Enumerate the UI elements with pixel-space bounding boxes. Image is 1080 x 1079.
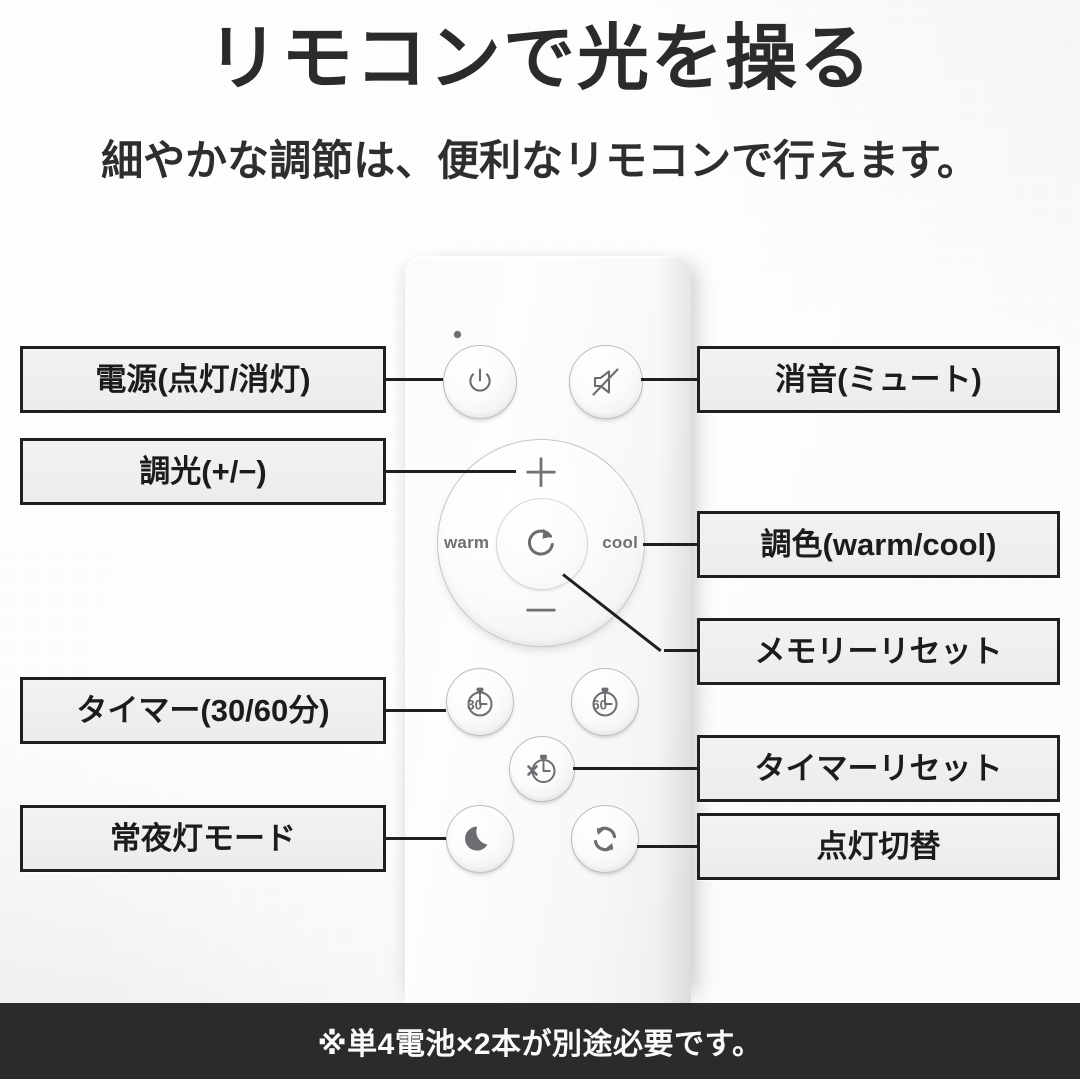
stopwatch-cancel-icon [522, 749, 562, 789]
remote-body-shading [657, 256, 691, 1004]
moon-icon [463, 822, 497, 856]
leader-line-night-mode [386, 837, 446, 840]
leader-line-dimming [386, 470, 516, 473]
dial-increase-button[interactable]: ＋ [521, 452, 561, 496]
leader-line-timer-reset [573, 767, 697, 770]
dial-cool-button[interactable]: cool [602, 533, 638, 552]
callout-light-switch-label: 点灯切替 [816, 829, 941, 864]
battery-note: ※単4電池×2本が別途必要です。 [317, 1028, 763, 1061]
callout-power-label: 電源(点灯/消灯) [95, 362, 311, 397]
callout-night-mode: 常夜灯モード [20, 805, 386, 872]
mute-button[interactable] [569, 345, 643, 419]
callout-light-switch: 点灯切替 [697, 813, 1060, 880]
callout-memory-reset: メモリーリセット [697, 618, 1060, 685]
light-switch-button[interactable] [571, 805, 639, 873]
svg-text:60: 60 [592, 697, 607, 712]
power-button[interactable] [443, 345, 517, 419]
callout-dimming: 調光(+/−) [20, 438, 386, 505]
leader-line-power [386, 378, 443, 381]
callout-timer-reset: タイマーリセット [697, 735, 1060, 802]
timer-reset-button[interactable] [509, 736, 575, 802]
leader-line-timer [386, 709, 446, 712]
page-title: リモコンで光を操る [206, 19, 873, 99]
dimming-color-dial[interactable]: ＋ － warm cool [437, 439, 645, 647]
page-subtitle: 細やかな調節は、便利なリモコンで行えます。 [101, 137, 979, 184]
callout-timer-label: タイマー(30/60分) [76, 693, 330, 728]
dial-decrease-button[interactable]: － [521, 590, 561, 634]
ir-emitter-dot [454, 331, 461, 338]
mute-speaker-icon [588, 365, 624, 399]
callout-color-temp: 調色(warm/cool) [697, 511, 1060, 578]
leader-line-light-switch [637, 845, 697, 848]
leader-line-memory-reset [664, 649, 697, 652]
dial-warm-button[interactable]: warm [444, 533, 490, 552]
leader-line-mute [641, 378, 697, 381]
power-icon [463, 365, 497, 399]
callout-timer: タイマー(30/60分) [20, 677, 386, 744]
callout-color-temp-label: 調色(warm/cool) [760, 527, 997, 562]
stopwatch-icon: 30 [460, 682, 500, 722]
leader-line-color-temp [643, 543, 697, 546]
callout-night-mode-label: 常夜灯モード [110, 821, 296, 856]
timer-60-button[interactable]: 60 [571, 668, 639, 736]
callout-memory-reset-label: メモリーリセット [754, 634, 1003, 669]
stopwatch-icon: 60 [585, 682, 625, 722]
callout-dimming-label: 調光(+/−) [139, 454, 267, 489]
reset-circular-arrow-icon [522, 522, 562, 567]
timer-30-button[interactable]: 30 [446, 668, 514, 736]
callout-power: 電源(点灯/消灯) [20, 346, 386, 413]
callout-timer-reset-label: タイマーリセット [754, 751, 1003, 786]
callout-mute-label: 消音(ミュート) [775, 362, 982, 397]
callout-mute: 消音(ミュート) [697, 346, 1060, 413]
memory-reset-button[interactable] [496, 498, 588, 590]
footer-banner: ※単4電池×2本が別途必要です。 [0, 1003, 1080, 1079]
double-arrow-cycle-icon [587, 821, 623, 857]
night-light-button[interactable] [446, 805, 514, 873]
svg-text:30: 30 [467, 697, 482, 712]
